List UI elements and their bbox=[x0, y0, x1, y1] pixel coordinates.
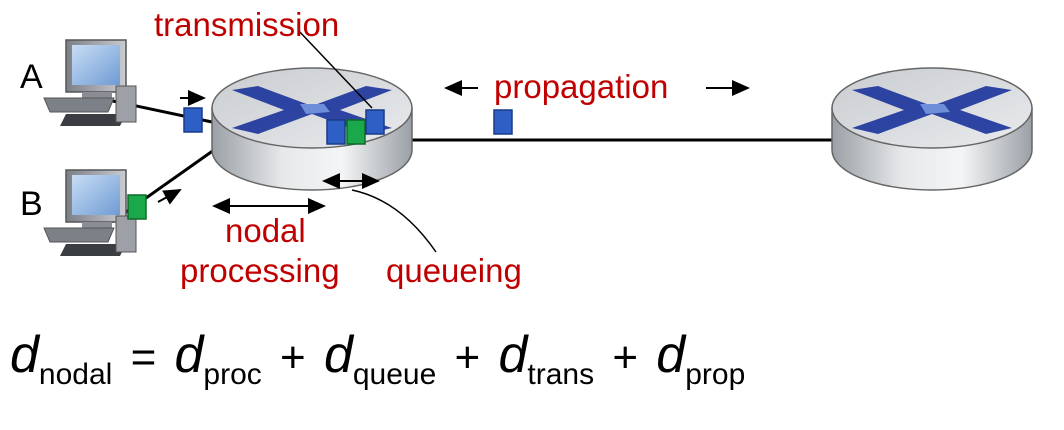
formula-plus: + bbox=[612, 333, 639, 382]
formula-sub-prop: prop bbox=[685, 358, 746, 391]
packet-icon bbox=[365, 109, 385, 135]
formula-d: d bbox=[10, 326, 39, 384]
transmission-label: transmission bbox=[154, 6, 340, 43]
packet-icon bbox=[183, 107, 203, 133]
nodal-delay-formula: dnodal = dproc + dqueue + dtrans + dprop bbox=[10, 325, 745, 390]
packet-icon bbox=[127, 194, 147, 220]
host-b-label: B bbox=[20, 185, 43, 223]
arrow-icon bbox=[157, 189, 182, 205]
nodal-label: nodal bbox=[225, 212, 306, 249]
router-icon bbox=[831, 67, 1033, 191]
formula-equals: = bbox=[130, 333, 157, 382]
packet-icon bbox=[346, 119, 366, 145]
queueing-label: queueing bbox=[386, 252, 522, 289]
formula-d: d bbox=[498, 326, 528, 384]
formula-d: d bbox=[656, 326, 686, 384]
queueing-pointer bbox=[351, 189, 437, 253]
formula-sub-proc: proc bbox=[203, 358, 262, 391]
formula-plus: + bbox=[454, 333, 481, 382]
processing-label: processing bbox=[180, 252, 340, 289]
packet-icon bbox=[493, 109, 513, 135]
transmission-pointer bbox=[297, 29, 373, 109]
desktop-computer-icon bbox=[43, 39, 137, 126]
formula-plus: + bbox=[280, 333, 306, 382]
formula-sub-nodal: nodal bbox=[38, 358, 113, 391]
host-a-label: A bbox=[20, 58, 43, 96]
formula-d: d bbox=[323, 326, 353, 384]
formula-sub-trans: trans bbox=[527, 358, 595, 391]
formula-d: d bbox=[174, 326, 204, 384]
formula-sub-queue: queue bbox=[352, 358, 437, 391]
desktop-computer-icon bbox=[43, 169, 137, 256]
propagation-label: propagation bbox=[494, 68, 669, 105]
packet-icon bbox=[326, 119, 346, 145]
